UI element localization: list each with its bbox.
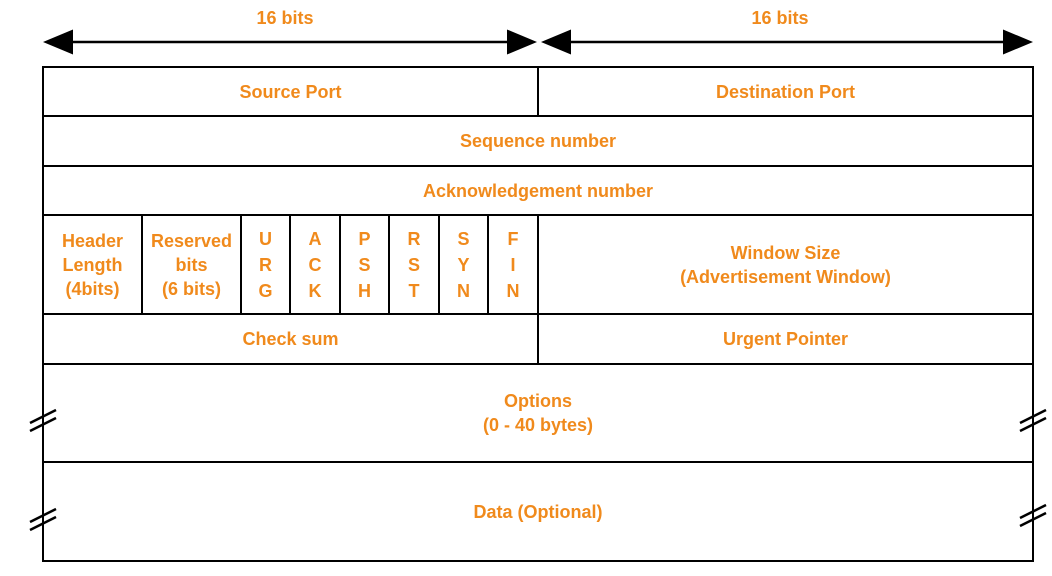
checksum-field: Check sum	[242, 329, 339, 349]
urgent-pointer-field: Urgent Pointer	[722, 329, 848, 349]
break-mark-options-left	[29, 408, 57, 433]
window-size-field: Window Size (Advertisement Window)	[680, 242, 891, 287]
header-length-field: Header Length (4bits)	[61, 230, 124, 299]
break-mark-options-right	[1019, 408, 1047, 433]
sequence-number-field: Sequence number	[459, 131, 617, 151]
left-width-label: 16 bits	[256, 8, 314, 28]
break-mark-data-right	[1019, 503, 1047, 528]
source-port-field: Source Port	[239, 81, 342, 102]
options-field: Options (0 - 40 bytes)	[482, 391, 594, 435]
reserved-bits-field: Reserved bits (6 bits)	[150, 230, 233, 299]
right-width-label: 16 bits	[751, 8, 809, 28]
data-field: Data (Optional)	[473, 501, 603, 522]
acknowledgement-number-field: Acknowledgement number	[422, 180, 654, 201]
break-mark-data-left	[29, 507, 57, 532]
destination-port-field: Destination Port	[715, 81, 855, 102]
